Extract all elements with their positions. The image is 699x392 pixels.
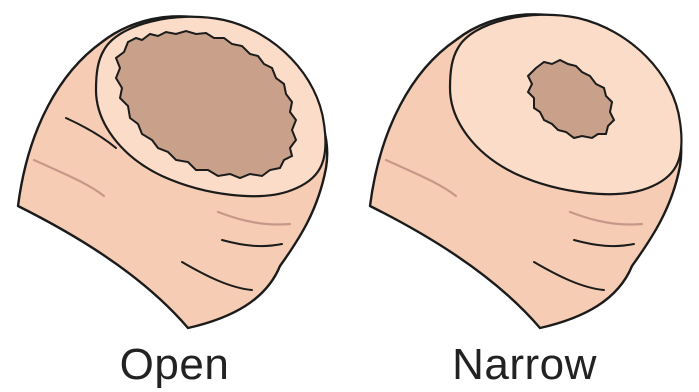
- open-tube-illustration: [0, 0, 349, 392]
- open-tube-panel: Open: [0, 0, 349, 392]
- open-label: Open: [0, 340, 349, 390]
- narrow-label: Narrow: [350, 340, 699, 390]
- narrow-tube-illustration: [350, 0, 699, 392]
- narrow-tube-panel: Narrow: [350, 0, 699, 392]
